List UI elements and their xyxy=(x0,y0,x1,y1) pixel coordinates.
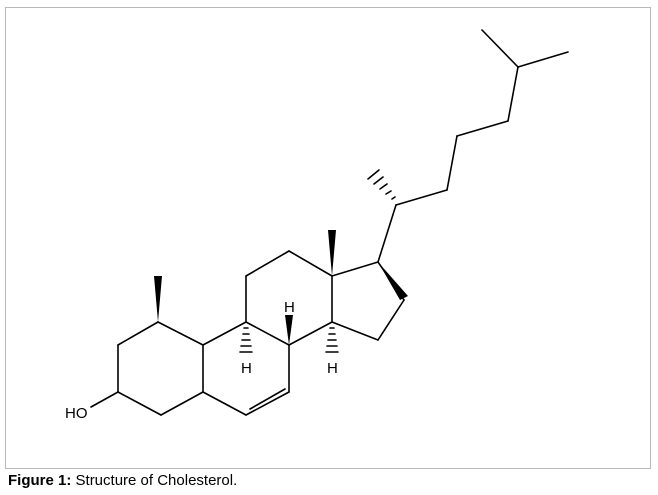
figure-caption: Figure 1: Structure of Cholesterol. xyxy=(8,472,237,489)
hydrogen-label-c8: H xyxy=(284,299,295,316)
figure-frame xyxy=(5,7,651,469)
ring-d xyxy=(331,261,405,341)
hydroxyl-bond xyxy=(90,391,119,408)
ring-b xyxy=(202,321,290,416)
figure-caption-label: Figure 1: xyxy=(8,472,72,489)
hydrogen-label-c14: H xyxy=(327,360,338,377)
hydrogen-label-c9: H xyxy=(241,360,252,377)
ring-a xyxy=(117,321,204,416)
ring-c xyxy=(245,250,333,346)
side-chain xyxy=(377,29,569,263)
wedge-bonds xyxy=(154,230,408,345)
hydroxyl-label: HO xyxy=(65,405,88,422)
hashed-bonds xyxy=(239,169,396,353)
figure-caption-text: Structure of Cholesterol. xyxy=(75,472,238,489)
